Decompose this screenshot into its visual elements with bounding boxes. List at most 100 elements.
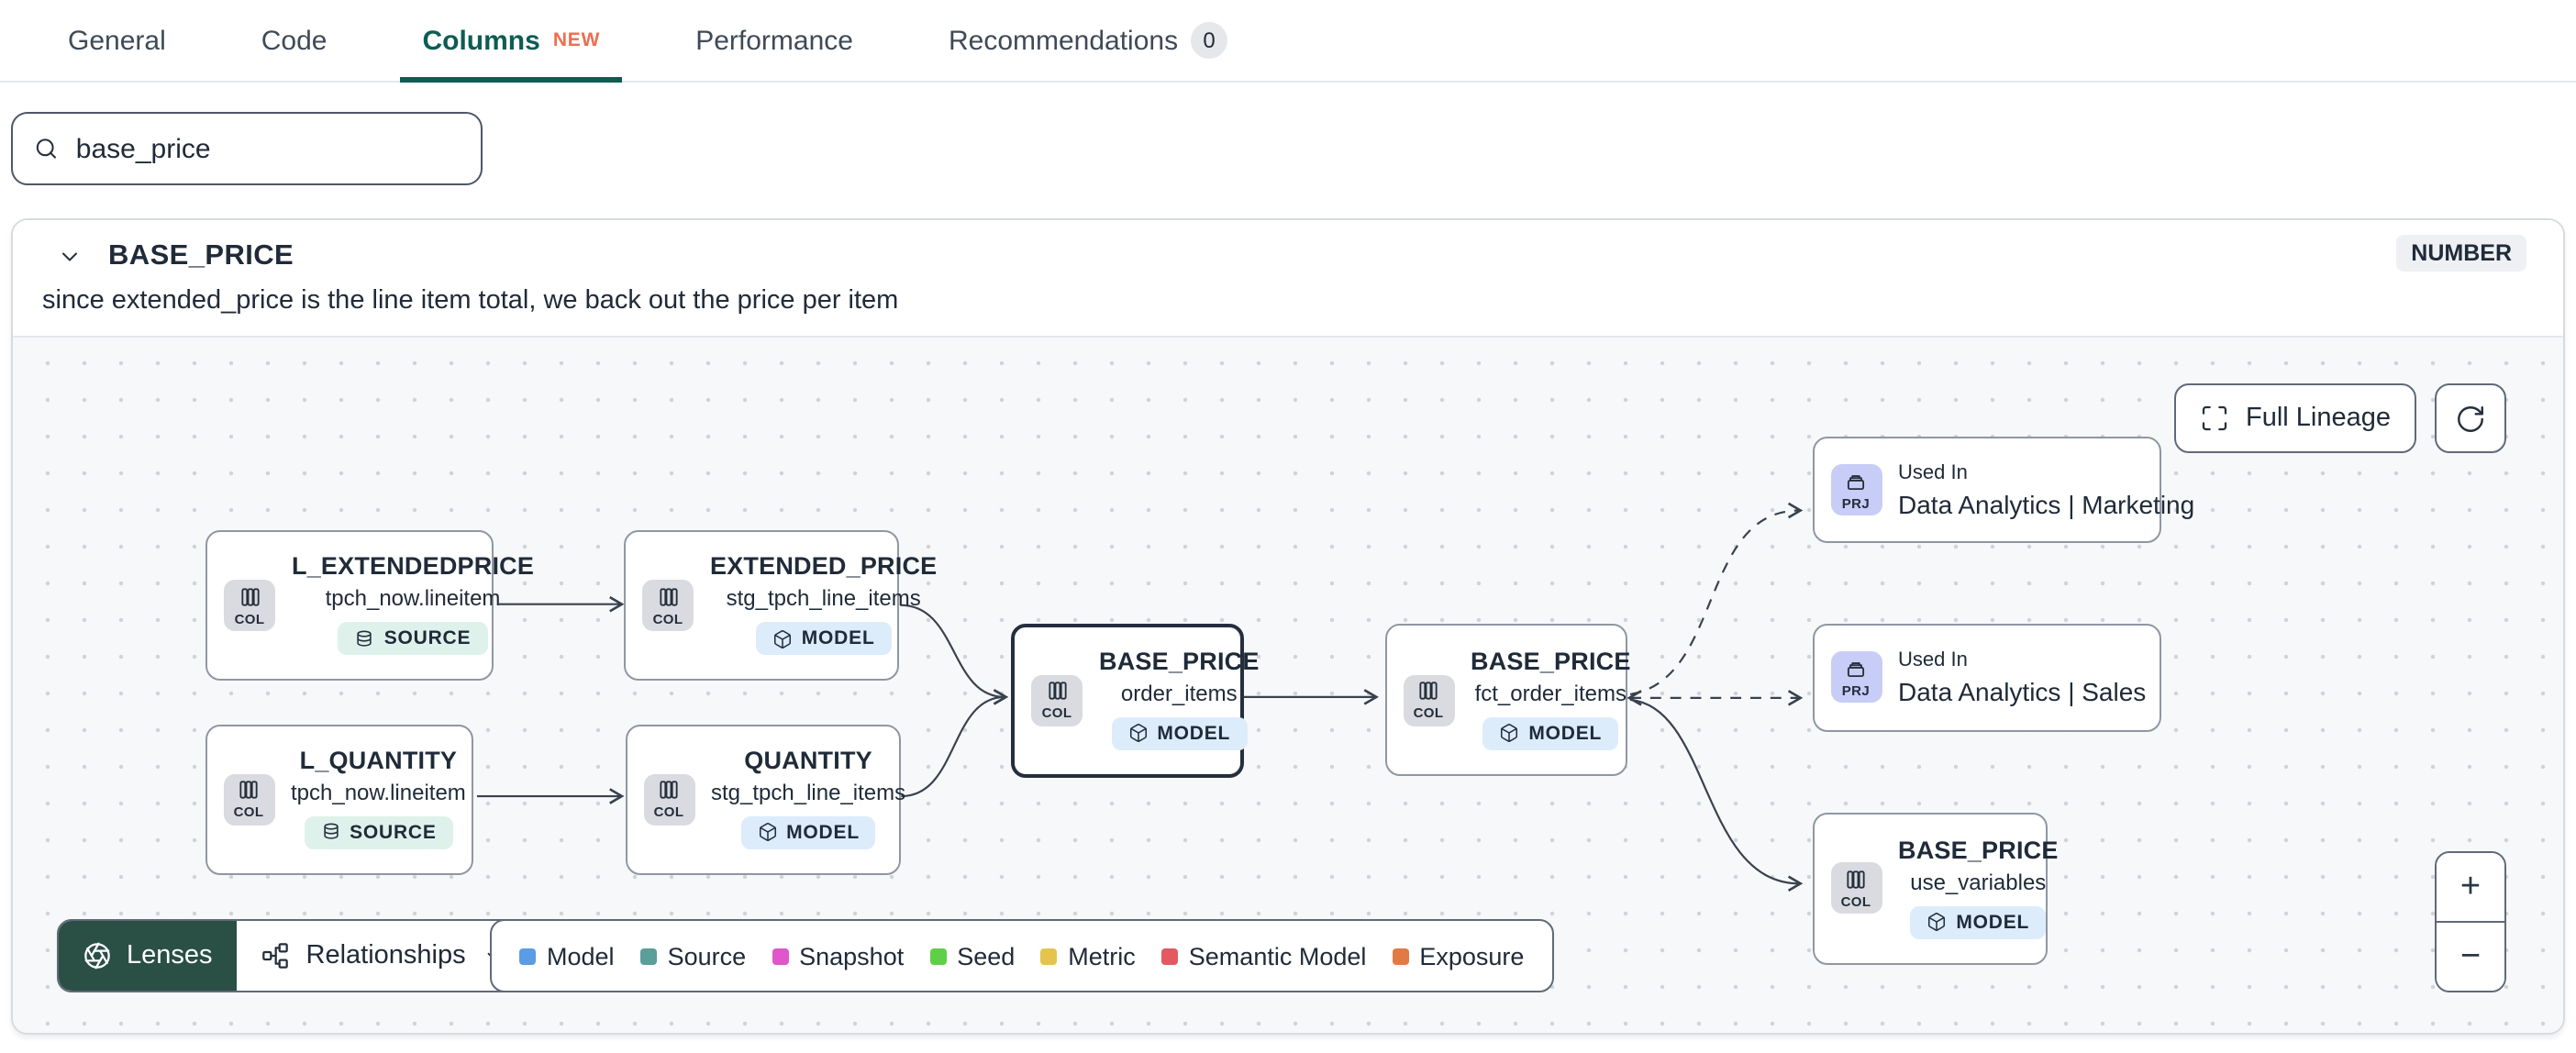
legend-label: Snapshot	[799, 942, 905, 970]
tab-bar: General Code Columns NEW Performance Rec…	[0, 0, 2576, 83]
legend-item: Exposure	[1392, 942, 1524, 970]
node-subtitle: tpch_now.lineitem	[325, 585, 501, 612]
full-lineage-button[interactable]: Full Lineage	[2174, 383, 2416, 453]
refresh-button[interactable]	[2435, 383, 2506, 453]
badge-label: MODEL	[801, 627, 875, 650]
tab-label: Columns	[422, 25, 540, 56]
columns-icon	[1847, 870, 1865, 889]
lineage-node-l-extendedprice[interactable]: COL L_EXTENDEDPRICE tpch_now.lineitem SO…	[205, 530, 534, 681]
legend-swatch	[929, 948, 947, 964]
legend-label: Metric	[1068, 942, 1136, 970]
archive-icon	[1847, 661, 1865, 677]
column-chip: COL	[1031, 674, 1083, 726]
column-chip: COL	[224, 580, 275, 631]
tab-label: Recommendations	[948, 25, 1179, 56]
tab-code[interactable]: Code	[256, 0, 333, 81]
badge-label: SOURCE	[350, 821, 437, 844]
lineage-node-base-price-use-variables[interactable]: COL BASE_PRICE use_variables MODEL	[1812, 813, 2058, 964]
full-lineage-label: Full Lineage	[2246, 404, 2391, 433]
chip-label: COL	[1041, 704, 1072, 721]
node-title: QUANTITY	[744, 746, 872, 774]
cube-icon	[773, 629, 791, 648]
tab-label: Code	[261, 25, 328, 56]
legend-item: Snapshot	[772, 942, 904, 970]
search-input[interactable]	[75, 133, 461, 164]
column-title: BASE_PRICE	[108, 240, 294, 272]
node-title: BASE_PRICE	[1099, 647, 1260, 675]
cube-icon	[1129, 724, 1147, 743]
columns-icon	[240, 587, 259, 605]
node-subtitle: Data Analytics | Marketing	[1898, 489, 2195, 518]
database-icon	[358, 630, 372, 647]
chip-label: COL	[234, 610, 265, 626]
source-badge: SOURCE	[304, 815, 453, 849]
legend-swatch	[1160, 948, 1178, 964]
badge-label: MODEL	[1528, 722, 1603, 745]
tab-performance[interactable]: Performance	[690, 0, 859, 81]
lenses-label: Lenses	[127, 941, 213, 970]
cube-icon	[759, 823, 776, 842]
lineage-node-used-in-sales[interactable]: PRJ Used In Data Analytics | Sales	[1812, 624, 2160, 731]
column-type-badge: NUMBER	[2396, 235, 2526, 272]
tab-recommendations[interactable]: Recommendations 0	[943, 0, 1233, 81]
legend-label: Exposure	[1419, 942, 1525, 970]
node-title: Used In	[1898, 461, 1968, 483]
lineage-node-base-price-fct-order-items[interactable]: COL BASE_PRICE fct_order_items MODEL	[1384, 624, 1630, 776]
legend-item: Seed	[929, 942, 1015, 970]
relationships-label: Relationships	[305, 941, 466, 970]
legend-swatch	[1392, 948, 1409, 964]
legend-label: Source	[667, 942, 747, 970]
zoom-out-button[interactable]: −	[2437, 923, 2504, 991]
columns-icon	[659, 587, 677, 605]
lineage-node-l-quantity[interactable]: COL L_QUANTITY tpch_now.lineitem SOURCE	[205, 724, 472, 874]
count-badge: 0	[1191, 22, 1228, 59]
relationships-button[interactable]: Relationships	[236, 921, 530, 991]
node-subtitle: order_items	[1120, 680, 1238, 706]
chip-label: COL	[233, 804, 264, 820]
lineage-node-extended-price[interactable]: COL EXTENDED_PRICE stg_tpch_line_items M…	[624, 530, 937, 681]
chip-label: PRJ	[1841, 682, 1871, 699]
chevron-down-icon[interactable]	[57, 244, 83, 270]
lenses-button[interactable]: Lenses	[59, 921, 237, 991]
column-panel-header: BASE_PRICE NUMBER since extended_price i…	[13, 220, 2563, 336]
legend-item: Semantic Model	[1160, 942, 1367, 970]
legend-label: Semantic Model	[1188, 942, 1367, 970]
legend-item: Metric	[1040, 942, 1136, 970]
project-chip: PRJ	[1830, 651, 1882, 704]
node-subtitle: tpch_now.lineitem	[291, 779, 466, 805]
badge-label: SOURCE	[383, 627, 472, 650]
lineage-node-used-in-marketing[interactable]: PRJ Used In Data Analytics | Marketing	[1812, 437, 2194, 543]
node-subtitle: fct_order_items	[1474, 680, 1627, 706]
column-chip: COL	[1830, 862, 1882, 914]
expand-icon	[2202, 405, 2227, 431]
source-badge: SOURCE	[338, 622, 488, 656]
search-icon	[36, 139, 57, 159]
lineage-canvas[interactable]: COL L_EXTENDEDPRICE tpch_now.lineitem SO…	[13, 336, 2563, 1033]
lineage-node-base-price-order-items[interactable]: COL BASE_PRICE order_items MODEL	[1011, 623, 1259, 777]
zoom-controls: + −	[2435, 851, 2506, 992]
column-panel: BASE_PRICE NUMBER since extended_price i…	[11, 218, 2565, 1035]
node-title: EXTENDED_PRICE	[710, 552, 938, 581]
zoom-in-button[interactable]: +	[2437, 853, 2504, 923]
cube-icon	[1928, 913, 1946, 931]
node-title: BASE_PRICE	[1471, 647, 1631, 675]
tab-columns[interactable]: Columns NEW	[400, 0, 622, 83]
tab-label: Performance	[695, 25, 853, 56]
badge-label: MODEL	[1956, 911, 2030, 933]
legend-swatch	[519, 948, 536, 964]
legend: Model Source Snapshot Seed Metric Semantic Mo…	[490, 919, 1554, 992]
chip-label: COL	[1840, 892, 1871, 910]
columns-icon	[1048, 682, 1066, 700]
model-badge: MODEL	[1482, 716, 1619, 750]
badge-label: MODEL	[1157, 722, 1231, 745]
cube-icon	[1501, 724, 1518, 743]
columns-icon	[660, 781, 678, 799]
search-box[interactable]	[11, 112, 483, 185]
legend-label: Seed	[957, 942, 1016, 970]
tab-general[interactable]: General	[62, 0, 172, 81]
database-icon	[323, 824, 338, 840]
node-title: Used In	[1898, 648, 1968, 671]
lineage-node-quantity[interactable]: COL QUANTITY stg_tpch_line_items MODEL	[625, 724, 905, 874]
legend-swatch	[772, 948, 789, 964]
legend-item: Model	[519, 942, 615, 970]
